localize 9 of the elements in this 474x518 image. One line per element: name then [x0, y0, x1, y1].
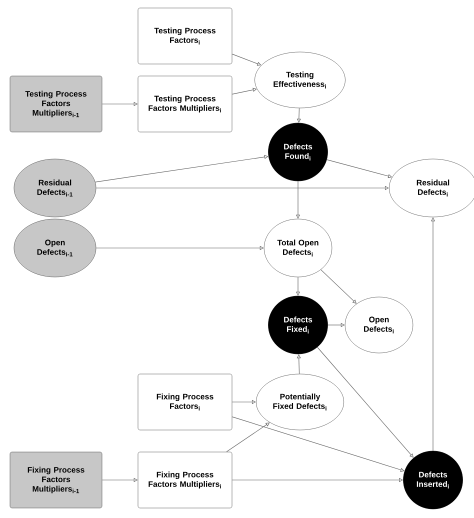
- process-box: Testing Process Factors Multipliers$_{i-1}$: [10, 76, 102, 132]
- process-box: Fixing Process Factors Multipliers$_{i-1}$: [10, 452, 102, 508]
- arrow: [232, 88, 257, 94]
- process-box: Fixing Process Factors Multipliers$_{i}$: [138, 452, 232, 508]
- arrow: [95, 154, 268, 182]
- process-box: Testing Process Factors Multipliers$_{i}$: [138, 76, 232, 132]
- process-box: Fixing Process Factors$_{i}$: [138, 374, 232, 430]
- process-box: Testing Process Factors$_{i}$: [138, 8, 232, 64]
- arrow: [226, 422, 270, 452]
